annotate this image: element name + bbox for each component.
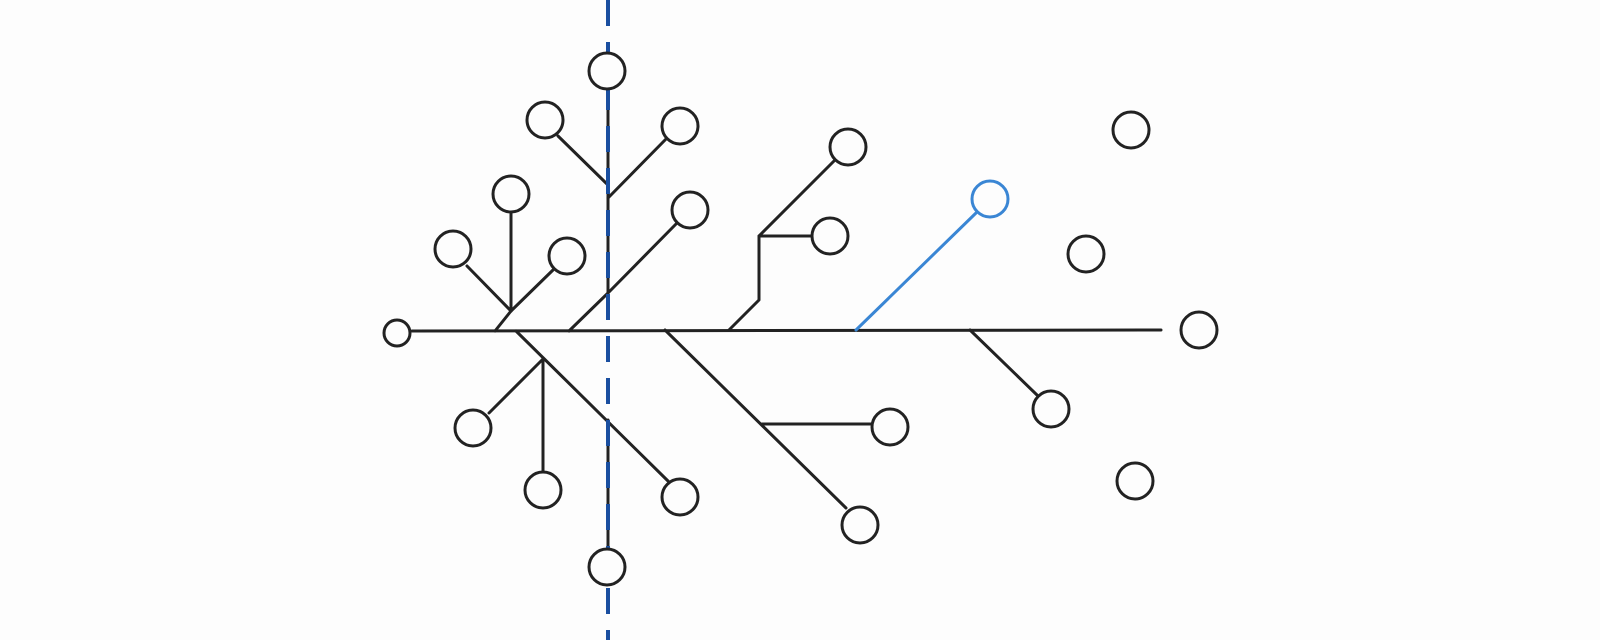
node-lower-left-1 [453,408,493,448]
node-trunk-end [1179,310,1219,350]
edge-stepped-branch [727,157,838,332]
node-upper-right-1 [660,106,700,146]
node-bottom [587,547,627,587]
node-highlighted [970,179,1010,219]
node-upper-right-2 [670,190,710,230]
edge-root-to-upper-left-hub [493,309,513,333]
node-mid-left [547,236,587,276]
node-isolated-mid-right [1066,234,1106,274]
node-stepped-side [810,216,850,256]
edge-highlighted-branch [854,211,978,332]
edge-hub-to-upper-left-leaf [465,264,513,313]
node-right-lower [1031,389,1071,429]
node-isolated-bottom-right [1115,461,1155,501]
node-upper-left-1 [525,100,565,140]
node-lower-left-2 [523,470,563,510]
edge-lower-hub-to-left-leaf [487,357,545,415]
edge-right-lower-branch [968,328,1039,397]
edge-trunk-to-central-diagonal [567,291,610,333]
node-root [382,318,412,348]
main-trunk-edge [410,328,1163,333]
edge-central-diagonal-to-leaf [606,221,679,295]
node-isolated-top-right [1111,110,1151,150]
edge-lower-left-diagonal [514,329,670,483]
node-lower-middle-side [870,407,910,447]
node-lower-middle-end [840,505,880,545]
node-top [587,51,627,91]
node-left-1 [433,229,473,269]
node-lower-center [660,477,700,517]
node-stepped-top [828,127,868,167]
edge-stem-to-upper-right-leaf [606,136,669,200]
node-upper-left-2 [491,174,531,214]
edge-stem-to-upper-left-leaf [556,134,610,187]
edge-lower-middle-diagonal [663,328,848,510]
edge-hub-to-mid-leaf [509,268,555,313]
